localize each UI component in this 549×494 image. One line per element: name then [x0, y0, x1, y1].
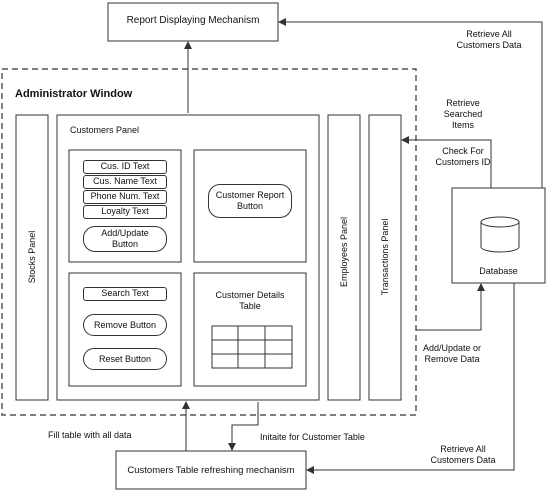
employees-panel-box [327, 114, 361, 401]
details-table-label: Customer Details Table [215, 290, 285, 311]
phone-num-text[interactable]: Phone Num. Text [83, 190, 167, 204]
transactions-panel-box [368, 114, 402, 401]
loyalty-text[interactable]: Loyalty Text [83, 205, 167, 219]
label-retrieve-all-bottom: Retrieve All Customers Data [430, 444, 496, 465]
label-add-update-remove: Add/Update or Remove Data [422, 343, 482, 364]
customer-report-button[interactable]: Customer Report Button [208, 184, 292, 218]
label-fill-table: Fill table with all data [48, 430, 132, 440]
reset-button[interactable]: Reset Button [83, 348, 167, 370]
arrow-add-update-remove [416, 283, 485, 331]
transactions-panel-label: Transactions Panel [380, 218, 390, 296]
cus-id-text[interactable]: Cus. ID Text [83, 160, 167, 174]
admin-window-title: Administrator Window [15, 88, 133, 100]
label-retrieve-all-top: Retrieve All Customers Data [456, 29, 522, 50]
arrow-db-to-refresh [306, 283, 515, 474]
report-mechanism-label: Report Displaying Mechanism [126, 15, 260, 26]
label-initiate: Initaite for Customer Table [260, 432, 365, 442]
customer-report-button-label: Customer Report Button [215, 190, 285, 211]
customers-panel-title: Customers Panel [70, 125, 140, 135]
add-update-button[interactable]: Add/Update Button [83, 226, 167, 252]
database-icon [480, 216, 520, 253]
table-quadrant [193, 272, 307, 387]
arrow-retrieve-searched [401, 136, 492, 188]
remove-button[interactable]: Remove Button [83, 314, 167, 336]
database-label: Database [479, 266, 518, 276]
cus-name-text[interactable]: Cus. Name Text [83, 175, 167, 189]
refresh-mechanism-label: Customers Table refreshing mechanism [127, 465, 295, 476]
arrow-db-to-report [278, 18, 543, 188]
stocks-panel-box [15, 114, 49, 401]
label-retrieve-searched: Retrieve Searched Items [443, 98, 483, 130]
search-text[interactable]: Search Text [83, 287, 167, 301]
stocks-panel-label: Stocks Panel [27, 230, 37, 284]
label-check-id: Check For Customers ID [435, 146, 491, 167]
report-mechanism-box [107, 2, 279, 42]
add-update-button-label: Add/Update Button [101, 228, 149, 249]
employees-panel-label: Employees Panel [339, 216, 349, 287]
arrow-initiate [228, 402, 259, 451]
details-table-grid [211, 325, 293, 369]
refresh-mechanism-box [115, 450, 307, 490]
